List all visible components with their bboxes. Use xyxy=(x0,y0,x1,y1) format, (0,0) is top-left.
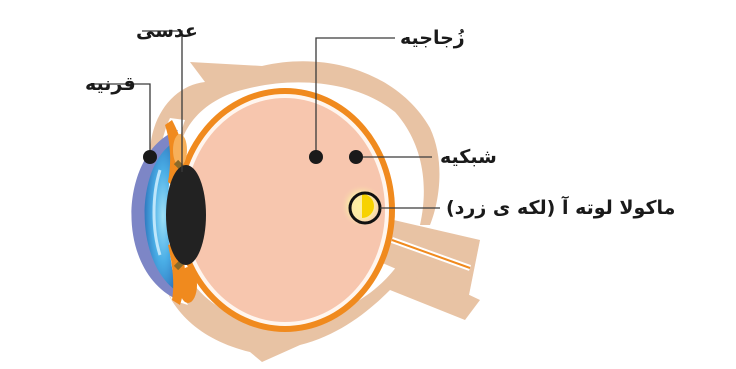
label-vitreous: زُجاجیه xyxy=(400,27,465,49)
dot-cornea xyxy=(143,150,157,164)
label-lens: عدسی xyxy=(136,20,198,42)
label-retina: شبکیه xyxy=(440,146,497,168)
label-macula: ماکولا لوته آ (لکه ی زرد) xyxy=(446,195,675,219)
ciliary-top-blob xyxy=(173,134,187,166)
label-cornea: قرنیه xyxy=(85,73,136,95)
dot-vitreous xyxy=(309,150,323,164)
ciliary-bottom-blob xyxy=(179,267,197,303)
dot-retina xyxy=(349,150,363,164)
lens xyxy=(166,165,206,265)
